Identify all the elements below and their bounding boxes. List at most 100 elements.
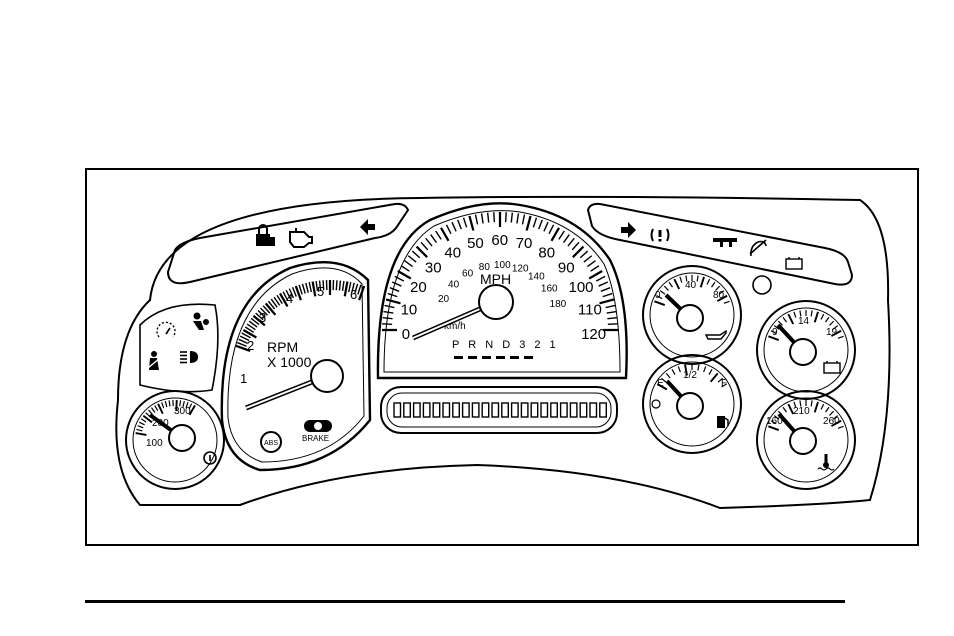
tick-mark <box>770 420 777 425</box>
tick-mark <box>255 312 264 321</box>
tick-mark <box>708 369 713 375</box>
tick-mark <box>279 292 289 307</box>
tick-mark <box>384 304 395 309</box>
tick-mark <box>504 212 507 223</box>
tick-mark <box>273 296 281 306</box>
tick-mark <box>602 292 613 298</box>
mph-unit-label: MPH <box>480 271 511 287</box>
tick-mark <box>425 237 433 247</box>
tick-mark <box>550 227 560 242</box>
battery-warning-icon <box>785 257 803 270</box>
tick-mark <box>151 407 156 413</box>
airbag-icon <box>193 312 209 330</box>
abs-icon: ABS <box>260 431 282 453</box>
tick-mark <box>394 275 405 282</box>
tick-mark <box>468 215 475 231</box>
tick-mark <box>782 406 787 413</box>
tick-mark <box>543 221 549 232</box>
tick-mark <box>773 415 780 420</box>
tick-mark <box>777 320 783 326</box>
odometer-segment <box>393 402 402 418</box>
tick-mark <box>799 310 802 317</box>
tick-mark <box>665 372 671 379</box>
tick-mark <box>351 282 355 293</box>
tick-mark <box>820 313 825 320</box>
gear-indicator-segments <box>454 356 533 359</box>
fuel-tick-label-half: 1/2 <box>683 370 697 381</box>
tick-mark <box>773 325 780 330</box>
tick-mark <box>301 283 306 294</box>
fuel-tick-group <box>656 364 727 391</box>
mph-tick-label: 100 <box>569 279 594 296</box>
tach-tick-group <box>235 280 366 352</box>
tick-mark <box>787 313 795 325</box>
tick-mark <box>685 275 688 282</box>
oil-tick-label-80: 80 <box>713 290 725 301</box>
odometer-segment <box>501 402 509 418</box>
tick-mark <box>599 298 615 305</box>
tick-mark <box>830 329 842 337</box>
tick-mark <box>357 284 362 295</box>
tick-mark <box>538 219 543 230</box>
tick-mark <box>663 285 669 291</box>
tick-mark <box>510 212 514 223</box>
tick-mark <box>832 415 839 420</box>
tick-mark <box>717 377 724 383</box>
tick-mark <box>699 276 705 288</box>
tick-mark <box>590 265 600 272</box>
tick-mark <box>462 217 468 228</box>
tick-mark <box>288 288 295 299</box>
tick-mark <box>282 291 289 301</box>
tick-mark <box>656 295 663 300</box>
battery-icon <box>823 361 841 374</box>
tick-mark <box>276 294 283 305</box>
kmh-unit-label: km/h <box>444 321 466 332</box>
kmh-tick-label: 140 <box>528 272 545 283</box>
tick-mark <box>567 237 575 247</box>
tick-mark <box>837 335 844 339</box>
fuel-tick-label-e: E <box>657 378 664 389</box>
odometer-segment <box>530 402 539 418</box>
tick-mark <box>768 425 780 431</box>
odometer-segment <box>461 402 470 418</box>
left-warning-pod <box>139 303 219 393</box>
tach-tick-label-4: 4 <box>286 291 293 306</box>
tick-mark <box>440 227 450 242</box>
tick-mark <box>810 310 813 317</box>
tick-mark <box>671 369 676 375</box>
odometer-segment <box>452 402 460 418</box>
mph-tick-label: 40 <box>444 245 461 262</box>
tick-mark <box>294 285 302 301</box>
tick-mark <box>264 302 277 316</box>
tick-mark <box>660 377 667 383</box>
tick-mark <box>525 215 532 231</box>
tick-mark <box>829 320 835 326</box>
mph-tick-label: 120 <box>581 326 606 343</box>
speed-needle-hub <box>478 284 514 320</box>
tick-mark <box>703 366 707 373</box>
tick-mark <box>696 275 699 282</box>
oil-pressure-gauge: 0 40 80 <box>642 265 742 365</box>
kmh-tick-label: 20 <box>438 294 450 305</box>
tick-mark <box>793 311 797 318</box>
gear-indicator-label: P R N D 3 2 1 <box>452 339 559 351</box>
tick-mark <box>820 403 825 410</box>
odometer-segment <box>491 402 500 418</box>
tick-mark <box>768 335 780 341</box>
oil-tick-group <box>654 275 730 306</box>
tick-mark <box>420 241 429 251</box>
kmh-tick-label: 40 <box>448 280 460 291</box>
trans-temp-gauge: 100 200 300 <box>125 390 225 490</box>
tick-mark <box>445 224 452 235</box>
tick-mark <box>246 323 256 331</box>
tick-mark <box>709 372 719 383</box>
tick-mark <box>579 250 589 259</box>
tick-mark <box>338 280 342 291</box>
tick-mark <box>354 283 359 294</box>
tick-mark <box>241 332 251 339</box>
tick-mark <box>677 366 681 373</box>
tach-tick-label-6: 6 <box>350 287 357 302</box>
